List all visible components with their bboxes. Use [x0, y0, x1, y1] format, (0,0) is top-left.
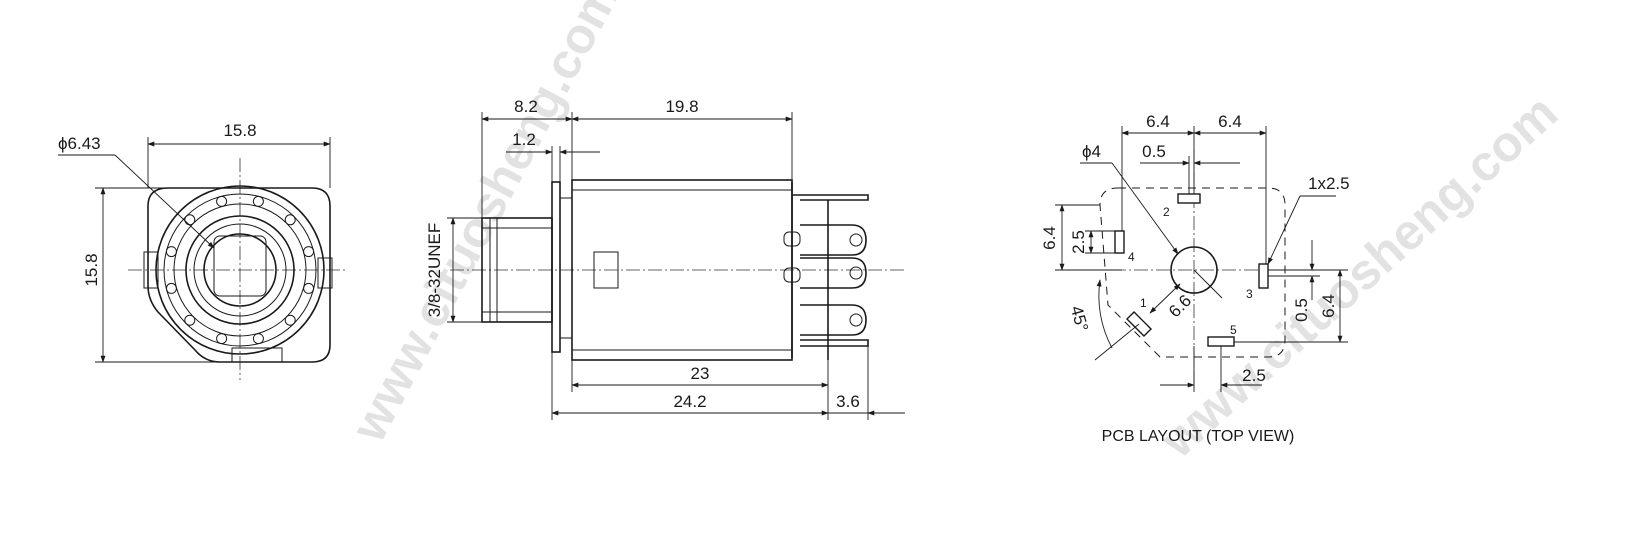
pcb-top-right-dim: 6.4: [1218, 112, 1242, 131]
nut-notch: [216, 333, 228, 345]
side-body-length-dim: 23: [691, 364, 710, 383]
pcb-left-pad-dim: 2.5: [1069, 230, 1088, 254]
pin-label-3: 3: [1246, 287, 1253, 301]
nut-notch: [216, 195, 228, 207]
nut-notch: [252, 195, 264, 207]
center-hole: [1170, 246, 1218, 294]
nut-notch: [303, 246, 315, 258]
pin-label-4: 4: [1128, 250, 1135, 264]
pcb-radius-dim: 6.6: [1165, 291, 1195, 321]
nut-notch: [184, 314, 196, 326]
pcb-angle-dim: 45°: [1067, 304, 1092, 334]
side-flange-dim: 8.2: [514, 97, 538, 116]
pcb-layout: 2 4 3 5 1 6.4 6.4 0.5 ϕ4 1x2.5 6.4: [1040, 112, 1350, 445]
nut-notch: [165, 246, 177, 258]
pcb-right-offset-dim: 0.5: [1292, 298, 1311, 322]
watermark-layer: www.cituosheng.com www.cituosheng.com: [340, 0, 1568, 469]
front-height-dim: 15.8: [82, 253, 101, 286]
pcb-layout-title: PCB LAYOUT (TOP VIEW): [1102, 428, 1295, 445]
pad-2: [1177, 193, 1201, 204]
pcb-top-left-dim: 6.4: [1146, 112, 1170, 131]
pad-4: [1114, 230, 1125, 254]
nut-notch: [284, 214, 296, 226]
nut-notch: [284, 314, 296, 326]
pcb-bottom-dim: 2.5: [1242, 366, 1266, 385]
pcb-left-height-dim: 6.4: [1040, 226, 1059, 250]
pad-5: [1207, 336, 1235, 347]
side-pin-dim: 3.6: [836, 392, 860, 411]
pin-label-2: 2: [1163, 205, 1170, 219]
watermark-center: www.cituosheng.com: [340, 0, 630, 451]
nut-notch: [165, 282, 177, 294]
nut-notch: [184, 214, 196, 226]
pad-3: [1258, 263, 1269, 289]
watermark-right: www.cituosheng.com: [1149, 84, 1568, 469]
pin-label-5: 5: [1230, 323, 1237, 337]
nut-notch: [303, 282, 315, 294]
pcb-hole-dim: ϕ4: [1082, 142, 1101, 161]
pcb-slot-dim: 1x2.5: [1308, 174, 1350, 193]
bore-diameter-dim: ϕ6.43: [58, 134, 101, 153]
side-washer-dim: 1.2: [512, 130, 536, 149]
side-total-dim: 24.2: [673, 392, 706, 411]
front-view: 15.8 15.8 ϕ6.43: [58, 121, 345, 380]
pcb-right-height-dim: 6.4: [1319, 294, 1338, 318]
nut-notch: [252, 333, 264, 345]
side-thread-dim: 3/8-32UNEF: [425, 223, 444, 317]
pcb-top-offset-dim: 0.5: [1142, 142, 1166, 161]
pin-label-1: 1: [1140, 296, 1147, 310]
side-body-dim: 19.8: [665, 97, 698, 116]
front-width-dim: 15.8: [223, 121, 256, 140]
side-view: 8.2 19.8 1.2 3/8-32UNEF 23 24.2 3.6: [425, 97, 905, 420]
